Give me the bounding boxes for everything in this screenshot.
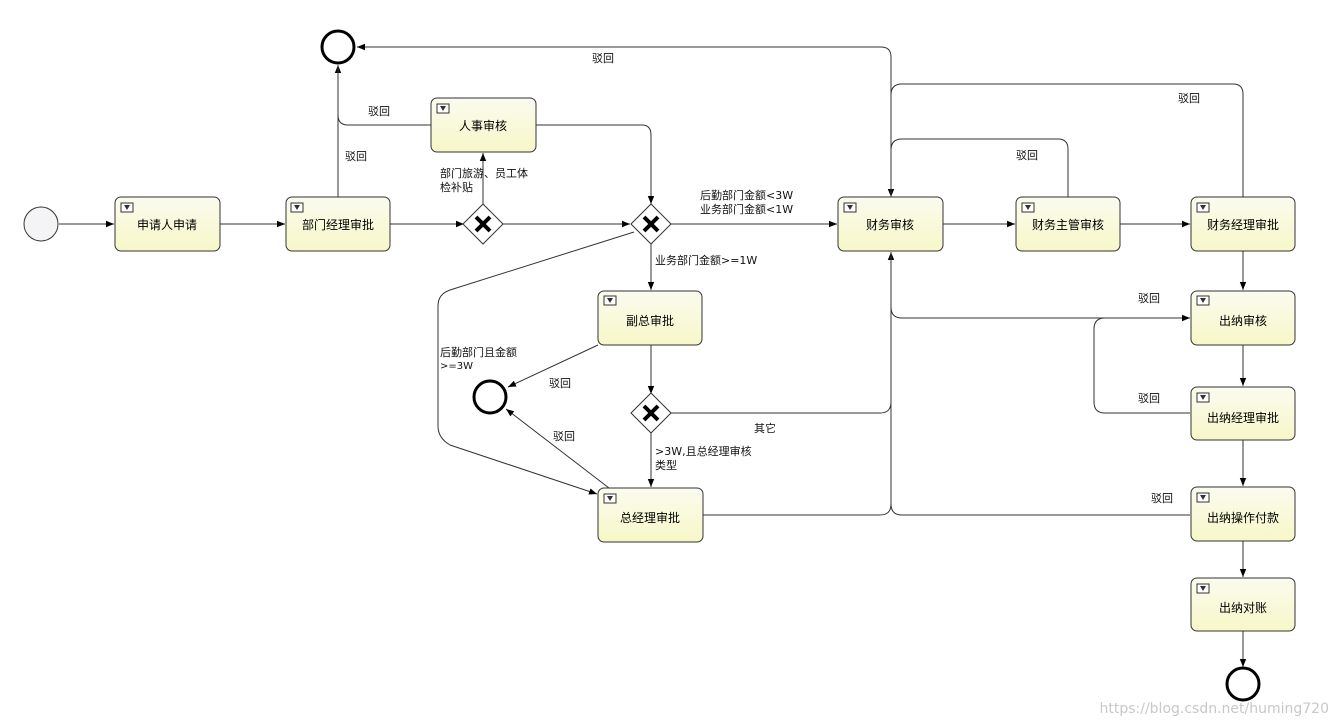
- end-event-bottom: [1225, 666, 1261, 702]
- task-dept-manager[interactable]: 部门经理审批: [285, 196, 391, 252]
- label-hr-cond-1: 部门旅游、员工体: [440, 166, 528, 180]
- sequence-flows: [59, 43, 1247, 667]
- flow-finance-reject-top: [357, 43, 892, 197]
- task-finance-supervisor[interactable]: 财务主管审核: [1015, 196, 1121, 252]
- label-reject-dept: 驳回: [345, 150, 367, 163]
- flow-hr-reject: [337, 65, 431, 126]
- flow-labels: 驳回 驳回 驳回 部门旅游、员工体 检补贴 后勤部门金额<3W 业务部门金额<1…: [345, 52, 1200, 505]
- task-finance-review[interactable]: 财务审核: [837, 196, 944, 252]
- task-vice-gm[interactable]: 副总审批: [597, 290, 703, 346]
- flow-vice-reject: [507, 344, 599, 388]
- task-cashier-reconcile[interactable]: 出纳对账: [1190, 577, 1296, 632]
- label-reject-supervisor: 驳回: [1016, 149, 1038, 162]
- label-reject-cashier: 驳回: [1138, 292, 1160, 305]
- end-event-middle: [472, 379, 508, 415]
- flow-gm-to-finance: [703, 252, 892, 516]
- tasks: 申请人申请 部门经理审批 人事审核 副总审批 总经理审批 财务审核: [114, 97, 1296, 632]
- flow-gm-reject: [505, 408, 610, 489]
- label-fin-cond-1: 后勤部门金额<3W: [700, 188, 793, 202]
- label-reject-hr: 驳回: [368, 105, 390, 118]
- task-cashier-review[interactable]: 出纳审核: [1190, 290, 1296, 346]
- label-fin-cond-2: 业务部门金额<1W: [700, 202, 793, 216]
- flow-gw3-to-finance: [670, 252, 895, 414]
- label-logistics-cond-1: 后勤部门且金额: [440, 345, 517, 359]
- task-cashier-payment-label: 出纳操作付款: [1207, 510, 1279, 525]
- label-logistics-cond-2: >=3W: [440, 361, 473, 372]
- task-gm-label: 总经理审批: [620, 510, 680, 525]
- label-reject-top: 驳回: [592, 52, 614, 65]
- task-cashier-manager-label: 出纳经理审批: [1207, 410, 1279, 425]
- task-finance-supervisor-label: 财务主管审核: [1032, 217, 1104, 232]
- task-applicant-label: 申请人申请: [137, 218, 197, 232]
- task-cashier-manager[interactable]: 出纳经理审批: [1190, 386, 1296, 441]
- flow-supervisor-reject: [887, 138, 1069, 197]
- flow-cashier-reject: [890, 252, 1190, 319]
- exclusive-gateway-1: [462, 203, 504, 245]
- label-reject-gm: 驳回: [553, 430, 575, 443]
- flow-cmanager-reject: [1093, 317, 1190, 414]
- label-reject-payment: 驳回: [1151, 492, 1173, 505]
- task-finance-manager[interactable]: 财务经理审批: [1190, 196, 1296, 252]
- label-reject-manager: 驳回: [1178, 92, 1200, 105]
- watermark: https://blog.csdn.net/huming720: [1099, 701, 1329, 717]
- exclusive-gateway-3: [630, 392, 672, 434]
- label-other: 其它: [754, 421, 776, 435]
- label-vice-cond: 业务部门金额>=1W: [655, 253, 757, 267]
- flow-gw2-to-gm: [437, 231, 635, 495]
- task-gm[interactable]: 总经理审批: [597, 487, 704, 543]
- exclusive-gateway-2: [630, 203, 672, 245]
- task-cashier-review-label: 出纳审核: [1219, 313, 1267, 328]
- task-hr-review-label: 人事审核: [459, 118, 507, 133]
- task-dept-manager-label: 部门经理审批: [302, 217, 374, 232]
- label-reject-cmanager: 驳回: [1138, 392, 1160, 405]
- flow-manager-reject: [890, 83, 1244, 197]
- flow-payment-reject: [890, 503, 1190, 516]
- label-reject-vice: 驳回: [549, 377, 571, 390]
- task-vice-gm-label: 副总审批: [626, 313, 674, 328]
- task-applicant[interactable]: 申请人申请: [114, 196, 221, 252]
- start-event: [23, 206, 59, 242]
- label-gm-cond-1: >3W,且总经理审核: [655, 444, 752, 458]
- label-hr-cond-2: 检补贴: [440, 180, 473, 194]
- end-event-top: [320, 29, 356, 65]
- task-finance-review-label: 财务审核: [866, 217, 914, 232]
- flow-hr-to-gw2: [536, 124, 655, 204]
- task-hr-review[interactable]: 人事审核: [430, 97, 537, 153]
- events: [23, 29, 1261, 702]
- task-cashier-reconcile-label: 出纳对账: [1219, 601, 1267, 615]
- task-finance-manager-label: 财务经理审批: [1207, 217, 1279, 232]
- gateways: [462, 203, 672, 434]
- label-gm-cond-2: 类型: [655, 458, 677, 472]
- task-cashier-payment[interactable]: 出纳操作付款: [1190, 486, 1296, 542]
